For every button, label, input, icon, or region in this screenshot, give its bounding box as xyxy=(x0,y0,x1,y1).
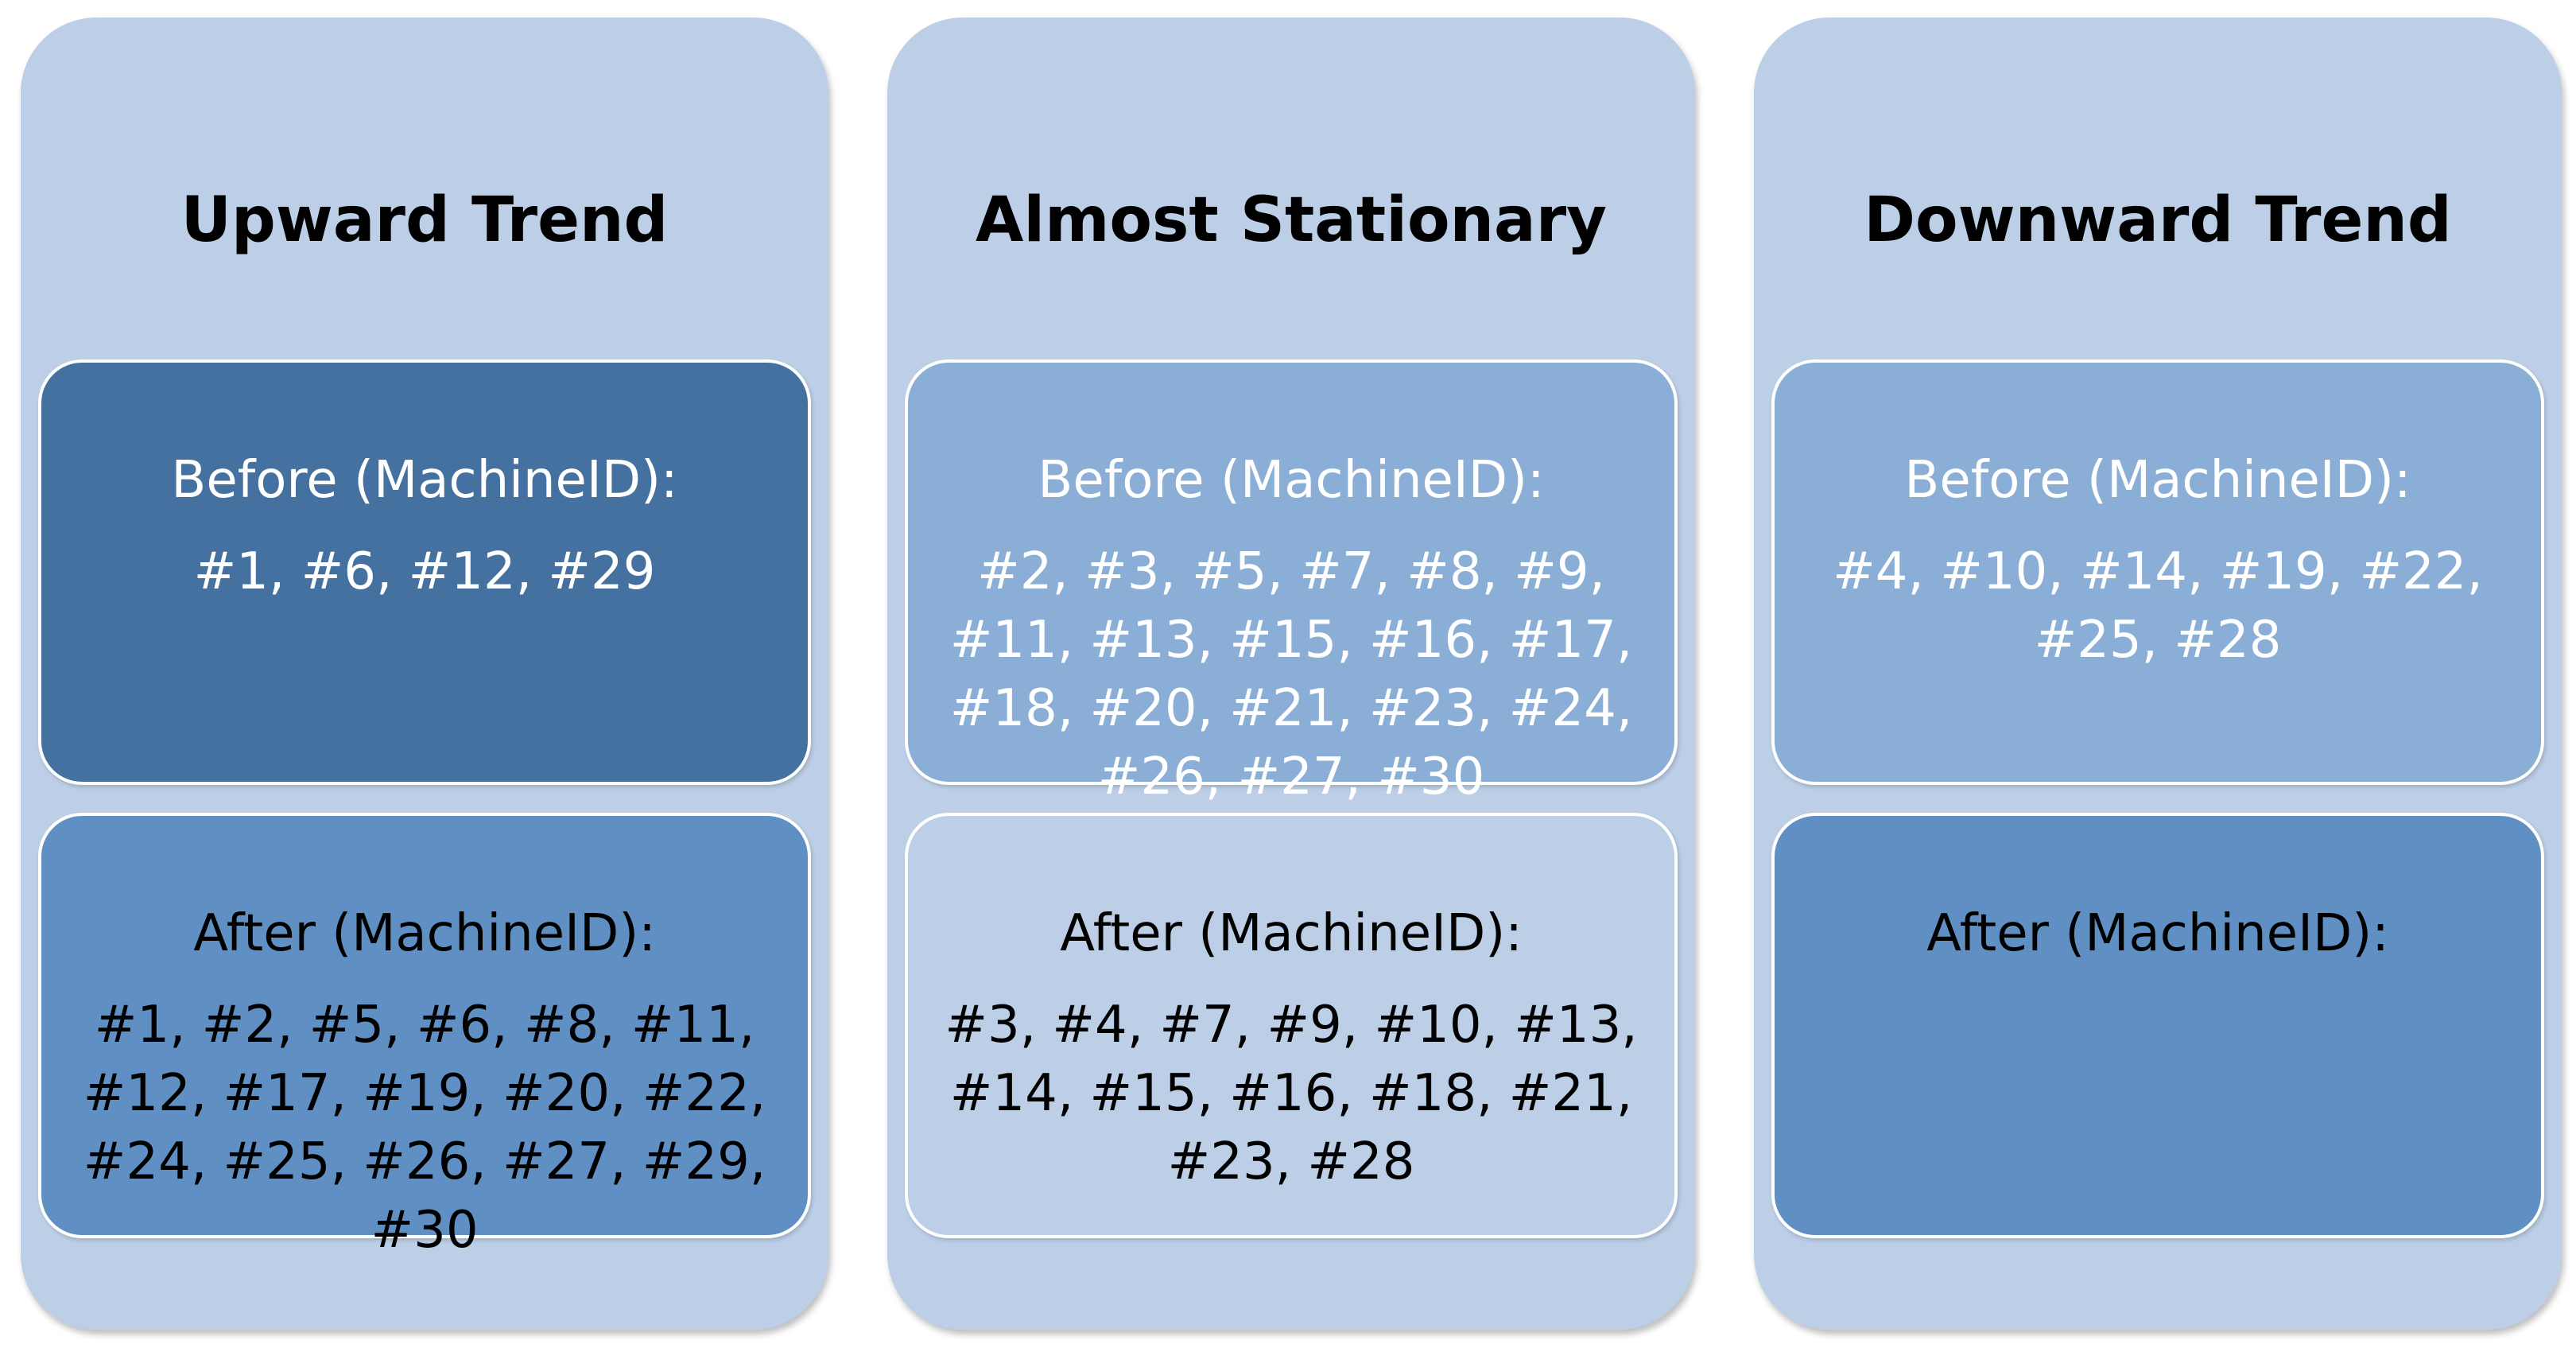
column-title: Upward Trend xyxy=(180,185,669,256)
before-box: Before (MachineID): #4, #10, #14, #19, #… xyxy=(1771,359,2544,785)
after-machine-ids: #1, #2, #5, #6, #8, #11, #12, #17, #19, … xyxy=(83,996,766,1260)
after-box: After (MachineID): #3, #4, #7, #9, #10, … xyxy=(905,813,1678,1238)
column-downward-trend: Downward Trend Before (MachineID): #4, #… xyxy=(1754,17,2562,1330)
after-box: After (MachineID): #1, #2, #5, #6, #8, #… xyxy=(38,813,811,1260)
after-machine-ids: #3, #4, #7, #9, #10, #13, #14, #15, #16,… xyxy=(945,996,1638,1191)
after-box: After (MachineID): xyxy=(1771,813,2544,1238)
after-label: After (MachineID): xyxy=(1926,904,2389,963)
before-machine-ids: #1, #6, #12, #29 xyxy=(193,542,656,601)
before-box: Before (MachineID): #1, #6, #12, #29 xyxy=(38,359,811,785)
before-label: Before (MachineID): xyxy=(171,451,678,510)
column-title: Almost Stationary xyxy=(975,185,1607,256)
after-label: After (MachineID): xyxy=(1060,904,1523,963)
before-label: Before (MachineID): xyxy=(1904,451,2411,510)
after-label: After (MachineID): xyxy=(193,904,656,963)
column-upward-trend: Upward Trend Before (MachineID): #1, #6,… xyxy=(21,17,828,1330)
column-title: Downward Trend xyxy=(1864,185,2452,256)
before-machine-ids: #4, #10, #14, #19, #22, #25, #28 xyxy=(1833,542,2483,670)
before-box: Before (MachineID): #2, #3, #5, #7, #8, … xyxy=(905,359,1678,806)
before-label: Before (MachineID): xyxy=(1038,451,1545,510)
before-machine-ids: #2, #3, #5, #7, #8, #9, #11, #13, #15, #… xyxy=(949,542,1633,806)
column-almost-stationary: Almost Stationary Before (MachineID): #2… xyxy=(887,17,1695,1330)
